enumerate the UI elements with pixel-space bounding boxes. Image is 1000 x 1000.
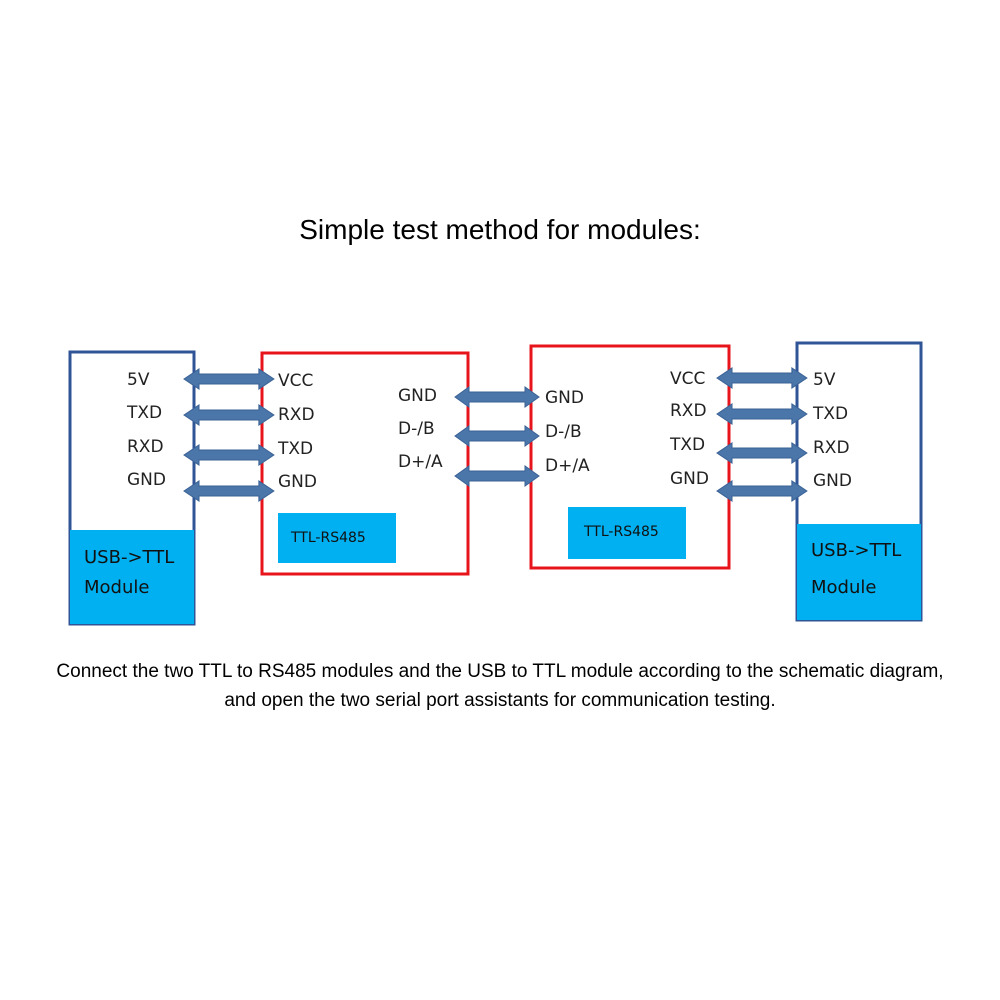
left-ttl-rs485-module: VCC RXD TXD GND GND D-/B D+/A TTL-RS485 — [260, 351, 470, 576]
right-usb-pin-txd: TXD — [812, 404, 848, 424]
left-rs485-pin-bus-gnd: GND — [398, 386, 437, 406]
right-ttl-rs485-module: GND D-/B D+/A VCC RXD TXD GND TTL-RS485 — [529, 344, 731, 570]
left-rs485-pin-d-plus: D+/A — [398, 452, 443, 472]
left-rs485-label: TTL-RS485 — [290, 530, 366, 546]
connector-txd-rxd-right — [716, 442, 808, 464]
left-usb-label: USB->TTL — [84, 547, 174, 568]
right-rs485-pin-vcc: VCC — [670, 369, 705, 389]
connector-vcc-5v-right — [716, 367, 808, 389]
right-rs485-pin-d-plus: D+/A — [545, 456, 590, 476]
right-usb-label-module: Module — [811, 577, 876, 598]
right-usb-pin-gnd: GND — [813, 471, 852, 491]
right-rs485-label: TTL-RS485 — [583, 524, 659, 540]
right-rs485-pin-d-minus: D-/B — [545, 422, 582, 442]
right-rs485-pin-rxd: RXD — [670, 401, 707, 421]
left-usb-pin-5v: 5V — [127, 370, 150, 390]
connector-gnd-gnd-left — [183, 480, 275, 502]
right-usb-label: USB->TTL — [811, 540, 901, 561]
right-usb-pin-5v: 5V — [813, 370, 836, 390]
instruction-caption: Connect the two TTL to RS485 modules and… — [56, 661, 944, 711]
left-rs485-pin-vcc: VCC — [278, 371, 313, 391]
right-rs485-pin-txd: TXD — [669, 435, 705, 455]
connector-bus-d-minus — [454, 425, 540, 447]
connector-bus-gnd — [454, 386, 540, 408]
connector-rxd-txd-left — [183, 444, 275, 466]
connector-gnd-gnd-right — [716, 480, 808, 502]
diagram-title: Simple test method for modules: — [299, 214, 701, 245]
left-usb-pin-txd: TXD — [126, 403, 162, 423]
right-rs485-pin-gnd: GND — [670, 469, 709, 489]
left-rs485-pin-txd: TXD — [277, 439, 313, 459]
right-rs485-pin-bus-gnd: GND — [545, 388, 584, 408]
connector-bus-d-plus — [454, 465, 540, 487]
left-usb-pin-rxd: RXD — [127, 437, 164, 457]
connector-txd-rxd-left — [183, 404, 275, 426]
left-usb-ttl-module: 5V TXD RXD GND USB->TTL Module — [68, 350, 196, 626]
connector-rxd-txd-right — [716, 403, 808, 425]
left-usb-pin-gnd: GND — [127, 470, 166, 490]
right-usb-pin-rxd: RXD — [813, 438, 850, 458]
left-rs485-pin-gnd: GND — [278, 472, 317, 492]
left-rs485-pin-rxd: RXD — [278, 405, 315, 425]
left-rs485-pin-d-minus: D-/B — [398, 419, 435, 439]
connector-5v-vcc-left — [183, 368, 275, 390]
left-usb-label-module: Module — [84, 577, 149, 598]
right-usb-ttl-module: 5V TXD RXD GND USB->TTL Module — [795, 341, 923, 622]
